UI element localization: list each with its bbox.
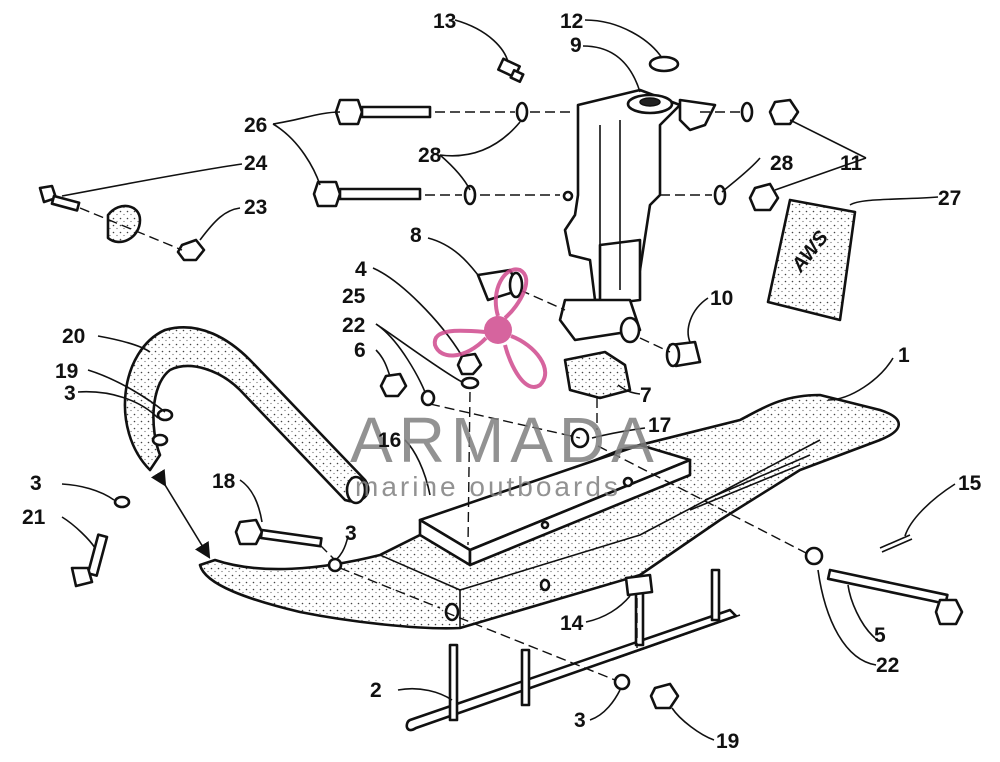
callout-13: 13 [433,10,456,33]
nuts-11 [748,98,800,212]
nut-6 [379,372,408,398]
washer-22-upper [420,389,436,407]
washer-3-mid [327,557,343,573]
callout-10: 10 [710,287,733,310]
washer-25 [460,376,480,390]
callout-1: 1 [898,344,910,367]
callout-9: 9 [570,34,582,57]
callout-23: 23 [244,196,267,219]
callout-17: 17 [648,414,671,437]
ski-spindle [558,88,717,344]
assembly-lines [79,111,811,681]
callout-19b: 19 [716,730,739,753]
bushing-10 [665,340,702,368]
callout-4: 4 [355,258,367,281]
callout-labels: 1 2 3 3 3 3 4 5 6 7 8 9 10 11 12 13 14 1… [22,10,982,753]
nut-4 [456,352,483,376]
nut-19-bottom [649,682,680,710]
callout-28b: 28 [770,152,794,175]
callout-7: 7 [640,384,652,407]
callout-11: 11 [840,152,863,175]
callout-19a: 19 [55,360,78,383]
callout-24: 24 [244,152,268,175]
bolt-18 [234,518,323,548]
decal: AWS [766,198,857,322]
bolt-21 [70,533,109,588]
bolt-24 [38,184,206,262]
washer-3-bottom [613,673,631,691]
propeller-logo [432,267,548,389]
callout-26: 26 [244,114,267,137]
stop-7 [563,350,632,400]
callout-3c: 3 [345,522,357,545]
callout-27: 27 [938,187,961,210]
callout-14: 14 [560,612,584,635]
callout-3d: 3 [574,709,586,732]
washer-3-left [113,495,131,509]
ski-saddle [418,443,692,567]
callout-5: 5 [874,624,886,647]
bolt-upper-26 [334,98,432,126]
leader-lines [61,19,956,741]
callout-8: 8 [410,224,422,247]
callout-21: 21 [22,506,46,529]
spacer-14 [624,573,654,597]
callout-6: 6 [354,339,366,362]
pivot-arrow [151,469,211,559]
cotter-pin-15 [879,534,913,553]
callout-3b: 3 [30,472,42,495]
callout-12: 12 [560,10,583,33]
callout-28a: 28 [418,144,442,167]
callout-18: 18 [212,470,236,493]
callout-22b: 22 [876,654,899,677]
bolt-5 [826,568,964,626]
watermark: ARMADA marine outboards [350,267,660,502]
callout-20: 20 [62,325,85,348]
cap [648,55,680,73]
washers-28 [463,101,754,206]
watermark-tagline: marine outboards [355,471,621,502]
callout-2: 2 [370,679,382,702]
wear-bar [405,568,741,732]
grease-fitting [497,57,525,84]
watermark-brand: ARMADA [350,404,660,476]
callout-16: 16 [378,429,401,452]
bolt-lower-26 [312,180,422,208]
callout-3a: 3 [64,382,76,405]
callout-25: 25 [342,285,366,308]
callout-15: 15 [958,472,982,495]
washer-22-lower [804,546,824,566]
callout-22a: 22 [342,314,365,337]
spring-rod [123,326,370,505]
